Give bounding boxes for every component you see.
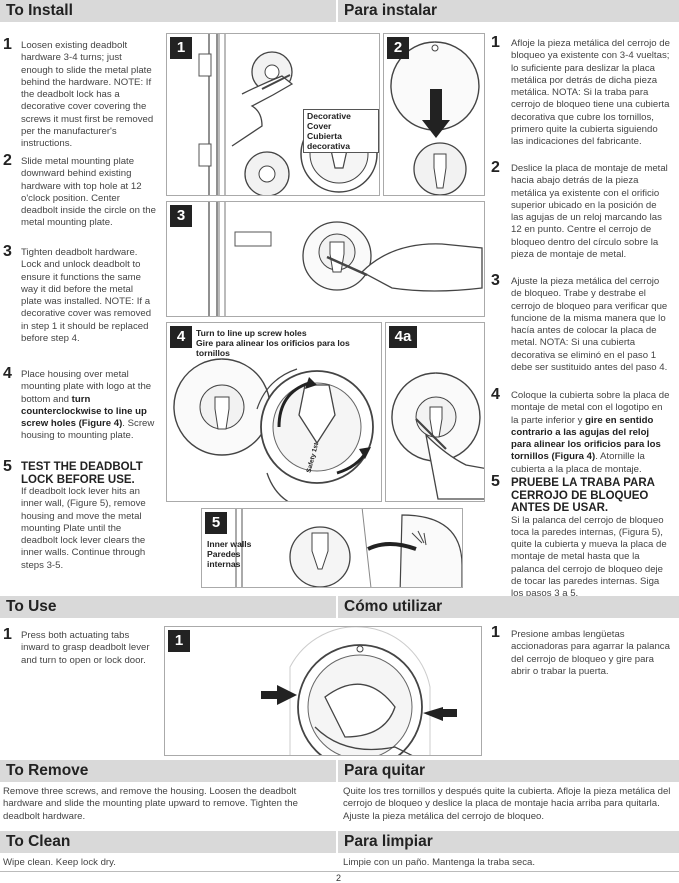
section-header-clean: To Clean (0, 831, 336, 853)
turn-caption-es: Gire para alinear los orificios para los… (196, 338, 350, 358)
figure-use-1-illustration (261, 627, 457, 755)
instalar-step-number: 4 (491, 386, 500, 403)
instalar-step-2-text: Deslice la placa de montaje de metal hac… (511, 163, 668, 261)
figure-2: 2 (383, 33, 485, 196)
install-step-4-text-b: . Screw housing to mounting plate. (21, 418, 155, 442)
figure-5-caption: Inner walls Paredes internas (207, 539, 251, 569)
inner-walls-es-1: Paredes (207, 549, 241, 559)
page-number: 2 (336, 873, 342, 883)
instalar-step-5-text: PRUEBE LA TRABA PARA CERROJO DE BLOQUEO … (511, 477, 671, 601)
instalar-step-4-text-a: Coloque la cubierta sobre la placa de mo… (511, 390, 670, 426)
instalar-step-1-text: Afloje la pieza metálica del cerrojo de … (511, 38, 670, 148)
figure-2-illustration (390, 41, 480, 195)
figure-4-badge: 4 (170, 326, 192, 348)
section-header-remove: To Remove (0, 760, 336, 782)
figure-5-badge: 5 (205, 512, 227, 534)
install-step-4-text-bold: turn counterclockwise to line up screw h… (21, 393, 147, 430)
utilizar-step-text: Presione ambas lengüetas accionadoras pa… (511, 629, 670, 677)
figure-1-illustration (198, 34, 378, 195)
install-step-1-text: Loosen existing deadbolt hardware 3-4 tu… (21, 40, 154, 150)
use-step-number: 1 (3, 626, 12, 643)
figure-1: 1 Decorative Cover Cubierta decorativa (166, 33, 380, 196)
install-step-number: 5 (3, 458, 12, 475)
figure-3-illustration (208, 202, 483, 316)
instalar-step-4-text-bold: gire en sentido contrario a las agujas d… (511, 414, 661, 463)
install-step-3-text: Tighten deadbolt hardware. Lock and unlo… (21, 247, 152, 345)
figure-5-illustration (235, 509, 462, 587)
figure-1-caption: Decorative Cover Cubierta decorativa (303, 109, 379, 153)
decorative-cover-label-en: Decorative Cover (307, 111, 351, 131)
install-step-number: 3 (3, 243, 12, 260)
figure-3: 3 (166, 201, 485, 317)
inner-walls-en: Inner walls (207, 539, 252, 549)
inner-walls-es-2: internas (207, 559, 241, 569)
instalar-step-4-text-b: . Atornille la cubierta a la placa de mo… (511, 451, 645, 475)
remove-text: Remove three screws, and remove the hous… (3, 786, 298, 822)
figure-3-badge: 3 (170, 205, 192, 227)
section-header-utilizar: Cómo utilizar (338, 596, 679, 618)
turn-caption-en: Turn to line up screw holes (196, 328, 307, 338)
section-header-instalar: Para instalar (338, 0, 679, 22)
figure-4a: 4a (385, 322, 485, 502)
utilizar-step-number: 1 (491, 624, 500, 641)
section-header-install: To Install (0, 0, 336, 22)
limpiar-text: Limpie con un paño. Mantenga la traba se… (343, 857, 536, 868)
section-header-use: To Use (0, 596, 336, 618)
instalar-step-number: 5 (491, 473, 500, 490)
install-step-5-body: If deadbolt lock lever hits an inner wal… (21, 486, 146, 571)
install-step-number: 4 (3, 365, 12, 382)
install-step-4-text-a: Place housing over metal mounting plate … (21, 369, 152, 405)
figure-5: 5 Inner walls Paredes internas (201, 508, 463, 588)
instalar-step-number: 2 (491, 159, 500, 176)
figure-4-illustration (173, 358, 374, 501)
install-step-5-heading: TEST THE DEADBOLT LOCK BEFORE USE. (21, 461, 143, 486)
instalar-step-4-text: Coloque la cubierta sobre la placa de mo… (511, 390, 671, 476)
instalar-step-number: 1 (491, 34, 500, 51)
install-step-2-text: Slide metal mounting plate downward behi… (21, 156, 156, 229)
quitar-text: Quite los tres tornillos y después quite… (343, 786, 671, 822)
instalar-step-number: 3 (491, 272, 500, 289)
clean-text: Wipe clean. Keep lock dry. (3, 857, 116, 868)
section-header-limpiar: Para limpiar (338, 831, 679, 853)
instalar-step-5-heading: PRUEBE LA TRABA PARA CERROJO DE BLOQUEO … (511, 477, 655, 514)
figure-4: 4 Turn to line up screw holes Gire para … (166, 322, 382, 502)
use-step-text: Press both actuating tabs inward to gras… (21, 630, 150, 666)
install-step-5-text: TEST THE DEADBOLT LOCK BEFORE USE. If de… (21, 461, 156, 572)
figure-4-caption: Turn to line up screw holes Gire para al… (196, 328, 381, 358)
decorative-cover-label-es: Cubierta decorativa (307, 131, 350, 151)
section-header-quitar: Para quitar (338, 760, 679, 782)
figure-2-badge: 2 (387, 37, 409, 59)
figure-1-badge: 1 (170, 37, 192, 59)
figure-use-1: 1 (164, 626, 482, 756)
install-step-number: 2 (3, 152, 12, 169)
instalar-step-3-text: Ajuste la pieza metálica del cerrojo de … (511, 276, 668, 374)
install-step-number: 1 (3, 36, 12, 53)
footer-rule (0, 871, 679, 872)
figure-4a-badge: 4a (389, 326, 417, 348)
instalar-step-5-body: Si la palanca del cerrojo de bloqueo toc… (511, 514, 667, 600)
figure-use-1-badge: 1 (168, 630, 190, 652)
install-step-4-text: Place housing over metal mounting plate … (21, 369, 156, 443)
figure-4a-illustration (391, 372, 484, 500)
